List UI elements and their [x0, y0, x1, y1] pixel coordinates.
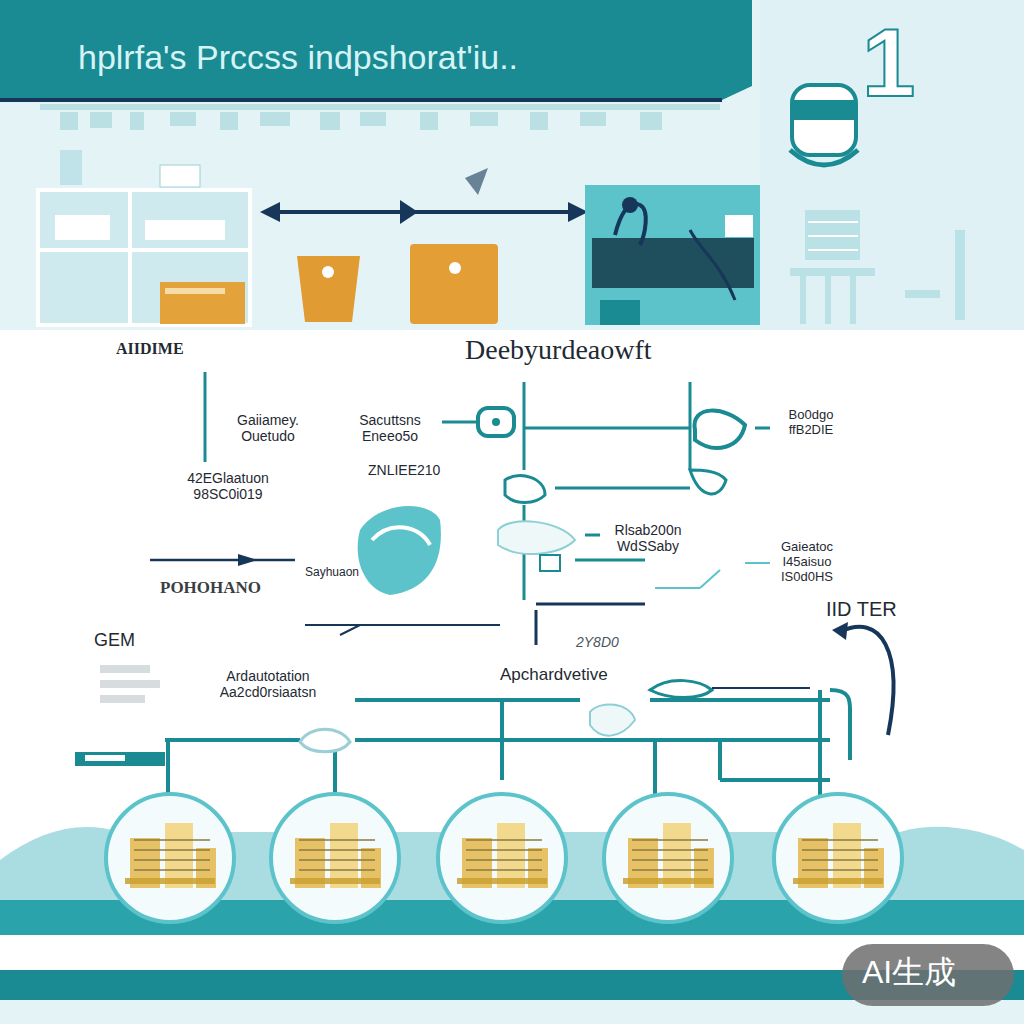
building-circle	[271, 794, 399, 922]
text-label: Ardautotation Aa2cd0rsiaatsn	[198, 668, 338, 700]
text-label: GEM	[94, 630, 135, 651]
text-label: Sacuttsns Eneeo5o	[340, 412, 440, 444]
building	[793, 878, 883, 884]
building	[457, 878, 547, 884]
text-label: Rlsab200n WdSSaby	[598, 522, 698, 554]
building	[290, 878, 380, 884]
text-label: ZNLIEE210	[368, 462, 440, 478]
text-label: Apchardvetive	[500, 665, 608, 685]
title: hplrfa's Prccss indpshorat'iu..	[78, 38, 518, 77]
text-label: POHOHANO	[160, 578, 261, 598]
building	[623, 878, 713, 884]
text-label: Gaiiamey. Ouetudo	[218, 412, 318, 444]
text-label: Sayhuaon	[305, 566, 359, 580]
building-circle	[438, 794, 566, 922]
watermark: AI生成	[862, 954, 956, 991]
step-number: 1	[862, 8, 915, 118]
text-label: IID TER	[826, 598, 897, 621]
building	[125, 878, 215, 884]
text-label: 42EGlaatuon 98SC0i019	[168, 470, 288, 502]
building-circle	[774, 794, 902, 922]
text-label: Gaieatoc I45aisuo IS0d0HS	[762, 540, 852, 585]
text-label: Bo0dgo ffB2DIE	[776, 408, 846, 438]
building-circle	[604, 794, 732, 922]
building-circle	[106, 794, 234, 922]
text-label: 2Y8D0	[576, 634, 619, 650]
text-label: Deebyurdeaowft	[465, 334, 652, 366]
text-label: AIIDIME	[116, 340, 184, 358]
